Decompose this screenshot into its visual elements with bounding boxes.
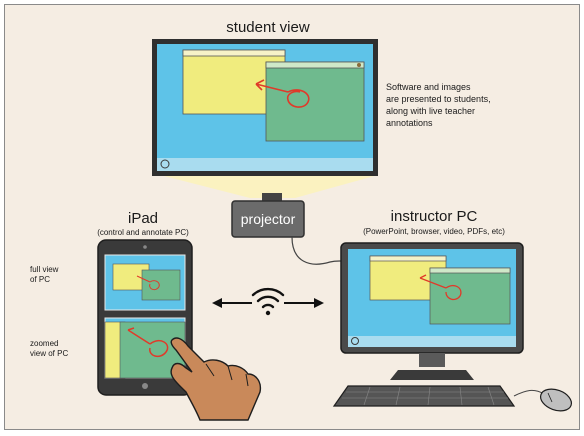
pc-annotation [419, 274, 462, 301]
ipad-title: iPad [128, 210, 158, 227]
keyboard-keys [342, 386, 508, 406]
pc-start-button-icon [351, 337, 359, 345]
ipad-home-button [142, 383, 148, 389]
description-line: annotations [386, 118, 433, 128]
description-line: Software and images [386, 82, 471, 92]
start-button-icon [160, 159, 170, 169]
pc-monitor-base [390, 370, 474, 380]
instructor-pc-title: instructor PC [391, 208, 478, 225]
student-view-title: student view [226, 19, 310, 36]
ipad-camera [143, 245, 147, 249]
full-view-label: of PC [30, 275, 50, 284]
student-screen-taskbar [157, 158, 373, 171]
description-line: are presented to students, [386, 94, 491, 104]
student-annotation-arrow [255, 79, 289, 93]
window-close-icon [357, 63, 361, 67]
double-arrow-icon [212, 298, 324, 308]
student-green-window [265, 61, 365, 142]
zoomed-view-label: view of PC [30, 349, 68, 358]
full-view-label: full view [30, 265, 59, 274]
wifi-icon [251, 287, 285, 316]
projector-body [231, 200, 305, 238]
mouse-cable [513, 389, 545, 397]
pc-monitor-neck [419, 353, 445, 367]
student-green-window-titlebar [265, 61, 365, 69]
ipad-full-green-window [141, 269, 181, 301]
description-line: along with live teacher [386, 106, 475, 116]
hand-icon [170, 337, 262, 421]
projector-lens-mount [262, 193, 282, 203]
hand-finger-lines [205, 363, 249, 387]
keyboard-icon [332, 385, 516, 407]
mouse-button-line [547, 392, 553, 403]
student-view-description: Software and images are presented to stu… [386, 82, 491, 128]
mouse-icon [539, 388, 573, 412]
student-yellow-window-titlebar [182, 49, 286, 57]
projector-beam [160, 175, 378, 198]
pc-green-window [429, 267, 511, 325]
zoomed-view-label: zoomed [30, 339, 58, 348]
ipad-subtitle: (control and annotate PC) [97, 228, 189, 237]
student-annotation-loop [286, 89, 310, 108]
ipad-full-annotation [136, 275, 160, 291]
pc-green-window-titlebar [429, 267, 511, 274]
ipad-zoomed-annotation [127, 327, 169, 358]
pc-yellow-window-titlebar [369, 255, 447, 262]
pc-screen-taskbar [348, 336, 516, 347]
projector-label: projector [241, 211, 296, 227]
instructor-pc-subtitle: (PowerPoint, browser, video, PDFs, etc) [363, 227, 505, 236]
